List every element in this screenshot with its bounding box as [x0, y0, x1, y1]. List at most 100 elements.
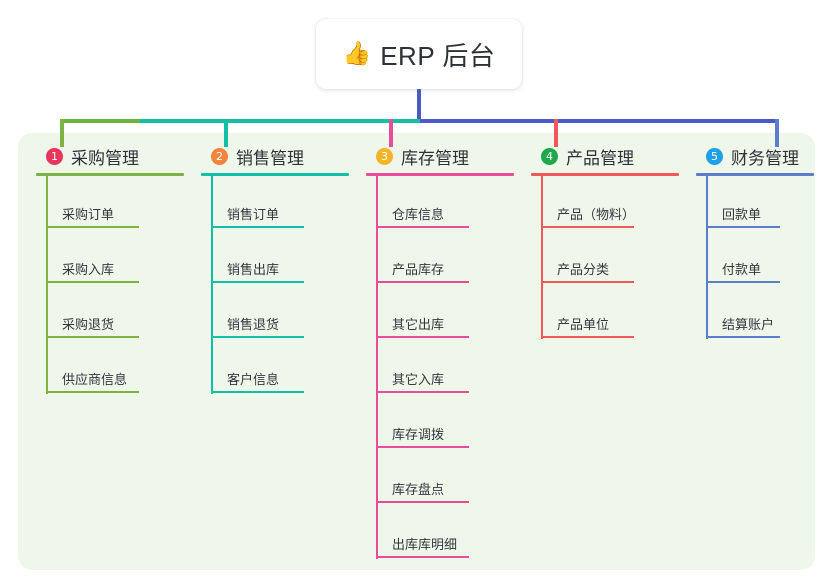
branch-title-1: 采购管理 — [71, 148, 139, 168]
branch-title-5: 财务管理 — [731, 148, 799, 168]
branch-title-2: 销售管理 — [236, 148, 304, 168]
branch-spine-2 — [211, 176, 213, 394]
leaf-rule — [706, 226, 780, 228]
leaf-node[interactable]: 销售订单 — [211, 176, 349, 231]
bus-segment-green — [60, 119, 140, 123]
branch-badge-5: 5 — [706, 147, 723, 165]
leaf-node[interactable]: 销售出库 — [211, 231, 349, 286]
branch-badge-3: 3 — [376, 147, 393, 165]
leaf-node[interactable]: 仓库信息 — [376, 176, 514, 231]
branch-badge-1: 1 — [46, 147, 63, 165]
leaf-node[interactable]: 产品库存 — [376, 231, 514, 286]
leaf-rule — [376, 336, 469, 338]
leaf-rule — [46, 281, 139, 283]
leaf-label: 结算账户 — [722, 317, 775, 332]
leaf-node[interactable]: 产品单位 — [541, 286, 679, 341]
leaf-label: 库存盘点 — [392, 482, 445, 497]
branch-drop-connector-4 — [554, 119, 558, 147]
leaf-node[interactable]: 销售退货 — [211, 286, 349, 341]
leaf-label: 产品分类 — [557, 262, 610, 277]
branch-column-3: 3 库存管理仓库信息产品库存其它出库其它入库库存调拨库存盘点出库库明细 — [366, 144, 514, 561]
branch-column-1: 1 采购管理采购订单采购入库采购退货供应商信息 — [36, 144, 184, 396]
leaf-node[interactable]: 结算账户 — [706, 286, 814, 341]
leaf-label: 客户信息 — [227, 372, 280, 387]
leaf-label: 采购入库 — [62, 262, 115, 277]
leaf-label: 回款单 — [722, 207, 762, 222]
branch-badge-4: 4 — [541, 147, 558, 165]
leaf-node[interactable]: 供应商信息 — [46, 341, 184, 396]
bus-segment-teal — [140, 119, 420, 123]
leaf-rule — [541, 281, 634, 283]
leaf-node[interactable]: 客户信息 — [211, 341, 349, 396]
branch-spine-4 — [541, 176, 543, 339]
leaf-node[interactable]: 采购订单 — [46, 176, 184, 231]
leaf-label: 出库库明细 — [392, 537, 458, 552]
leaf-node[interactable]: 采购退货 — [46, 286, 184, 341]
leaf-label: 采购退货 — [62, 317, 115, 332]
leaf-node[interactable]: 采购入库 — [46, 231, 184, 286]
leaf-rule — [376, 446, 469, 448]
branch-drop-connector-2 — [224, 119, 228, 147]
leaf-rule — [376, 391, 469, 393]
leaf-rule — [376, 501, 469, 503]
branch-header-rule-2 — [201, 173, 349, 176]
branch-items-5: 回款单付款单结算账户 — [706, 176, 814, 341]
bus-segment-blue — [420, 119, 775, 123]
leaf-label: 采购订单 — [62, 207, 115, 222]
thumbs-up-icon: 👍 — [342, 40, 372, 67]
leaf-rule — [211, 226, 304, 228]
leaf-label: 销售出库 — [227, 262, 280, 277]
leaf-rule — [376, 226, 469, 228]
branch-spine-5 — [706, 176, 708, 339]
leaf-label: 其它出库 — [392, 317, 445, 332]
leaf-rule — [541, 226, 634, 228]
branch-title-3: 库存管理 — [401, 148, 469, 168]
diagram-panel — [18, 133, 815, 570]
leaf-label: 库存调拨 — [392, 427, 445, 442]
branch-column-5: 5 财务管理回款单付款单结算账户 — [696, 144, 814, 341]
branch-spine-1 — [46, 176, 48, 394]
leaf-node[interactable]: 产品分类 — [541, 231, 679, 286]
branch-header-3[interactable]: 3 库存管理 — [366, 144, 514, 168]
branch-items-3: 仓库信息产品库存其它出库其它入库库存调拨库存盘点出库库明细 — [376, 176, 514, 561]
leaf-rule — [211, 391, 304, 393]
leaf-label: 供应商信息 — [62, 372, 128, 387]
leaf-node[interactable]: 库存盘点 — [376, 451, 514, 506]
leaf-rule — [211, 336, 304, 338]
root-stem-connector — [417, 89, 421, 119]
leaf-label: 仓库信息 — [392, 207, 445, 222]
leaf-node[interactable]: 其它入库 — [376, 341, 514, 396]
root-node-card[interactable]: 👍 ERP 后台 — [316, 19, 522, 89]
leaf-rule — [376, 281, 469, 283]
leaf-label: 产品（物料） — [557, 207, 636, 222]
leaf-rule — [46, 391, 139, 393]
leaf-label: 产品单位 — [557, 317, 610, 332]
leaf-node[interactable]: 库存调拨 — [376, 396, 514, 451]
leaf-label: 产品库存 — [392, 262, 445, 277]
leaf-rule — [706, 281, 780, 283]
leaf-label: 销售订单 — [227, 207, 280, 222]
leaf-rule — [211, 281, 304, 283]
leaf-node[interactable]: 回款单 — [706, 176, 814, 231]
leaf-node[interactable]: 产品（物料） — [541, 176, 679, 231]
leaf-label: 付款单 — [722, 262, 762, 277]
leaf-label: 其它入库 — [392, 372, 445, 387]
branch-drop-connector-3 — [389, 119, 393, 147]
leaf-node[interactable]: 出库库明细 — [376, 506, 514, 561]
branch-drop-connector-1 — [60, 119, 64, 147]
branch-spine-3 — [376, 176, 378, 559]
leaf-node[interactable]: 付款单 — [706, 231, 814, 286]
leaf-rule — [376, 556, 469, 558]
leaf-node[interactable]: 其它出库 — [376, 286, 514, 341]
branch-header-rule-3 — [366, 173, 514, 176]
leaf-rule — [46, 226, 139, 228]
branch-header-rule-5 — [696, 173, 814, 176]
branch-header-5[interactable]: 5 财务管理 — [696, 144, 814, 168]
branch-header-1[interactable]: 1 采购管理 — [36, 144, 184, 168]
branch-items-4: 产品（物料） 产品分类产品单位 — [541, 176, 679, 341]
branch-items-1: 采购订单采购入库采购退货供应商信息 — [46, 176, 184, 396]
